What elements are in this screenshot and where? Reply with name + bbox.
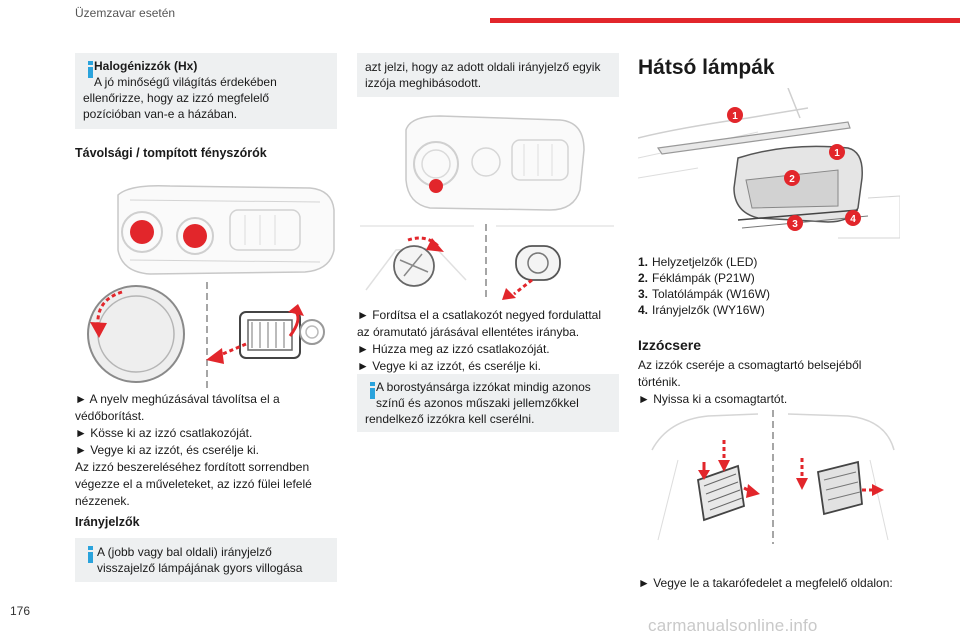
info-icon (85, 546, 97, 566)
headlamp-illustration (117, 184, 335, 275)
note-indicator-continued: azt jelzi, hogy az adott oldali irányjel… (357, 53, 619, 97)
header-accent-bar (490, 18, 960, 23)
callout-number: 1 (834, 148, 840, 159)
legend-text: Féklámpák (P21W) (652, 271, 755, 285)
step-text: ► A nyelv meghúzásával távolítsa el a (75, 392, 280, 406)
last-step: ► Vegye le a takarófedelet a megfelelő o… (638, 576, 893, 590)
step-text: ► Kösse ki az izzó csatlakozóját. (75, 426, 253, 440)
note-amber-line: rendelkező izzókra kell cserélni. (365, 412, 535, 426)
note-halogen: Halogénizzók (Hx) A jó minőségű világítá… (75, 53, 337, 129)
divider-dashed (206, 282, 208, 390)
legend-item: 2.Féklámpák (P21W) (638, 270, 770, 286)
legend-num: 1. (638, 255, 649, 269)
indicator-lamp-illustration (405, 115, 585, 211)
info-icon (367, 382, 379, 402)
callout-number: 2 (789, 174, 795, 185)
callout-number: 1 (732, 111, 738, 122)
step-text: védőborítást. (75, 409, 145, 423)
callout-badge (787, 215, 803, 231)
note-halogen-title: Halogénizzók (Hx) (94, 59, 198, 73)
note-amber-bulbs: A borostyánsárga izzókat mindig azonos s… (357, 374, 619, 432)
info-icon (85, 61, 97, 81)
note-cont-line: azt jelzi, hogy az adott oldali irányjel… (365, 60, 601, 74)
legend-text: Irányjelzők (WY16W) (652, 303, 765, 317)
callout-badge (727, 107, 743, 123)
step-text: végezze el a műveleteket, az izzó fülei … (75, 477, 312, 491)
note-indicator-line: visszajelző lámpájának gyors villogása (97, 561, 303, 575)
trunk-cover-illustration (651, 410, 895, 544)
note-indicator-line: A (jobb vagy bal oldali) irányjelző (97, 545, 272, 559)
note-amber-line: színű és azonos műszaki jellemzőkkel (376, 396, 579, 410)
note-amber-line: A borostyánsárga izzókat mindig azonos (376, 380, 591, 394)
beam-steps: ► A nyelv meghúzásával távolítsa el a vé… (75, 391, 312, 510)
callout-number: 4 (850, 214, 856, 225)
page-number: 176 (10, 604, 31, 618)
callout-number: 3 (792, 219, 798, 230)
note-indicator: A (jobb vagy bal oldali) irányjelző viss… (75, 538, 337, 582)
heading-bulb-replacement: Izzócsere (638, 337, 702, 353)
note-halogen-line: ellenőrizze, hogy az izzó megfelelő (83, 91, 270, 105)
callout-badges: 1 1 2 3 4 (727, 107, 861, 231)
indicator-bulb-illustration (360, 224, 614, 300)
rear-lamp-legend: 1.Helyzetjelzők (LED) 2.Féklámpák (P21W)… (638, 254, 770, 318)
note-cont-line: izzója meghibásodott. (365, 76, 482, 90)
note-halogen-line: pozícióban van-e a házában. (83, 107, 238, 121)
step-text: ► Vegye ki az izzót, és cserélje ki. (75, 443, 259, 457)
legend-text: Tolatólámpák (W16W) (652, 287, 771, 301)
bulb-intro: Az izzók cseréje a csomagtartó belsejébő… (638, 357, 861, 408)
step-text: Az izzó beszereléséhez fordított sorrend… (75, 460, 310, 474)
step-text: ► Vegye ki az izzót, és cserélje ki. (357, 359, 541, 373)
heading-rear-lamps: Hátsó lámpák (638, 56, 775, 79)
heading-indicators: Irányjelzők (75, 515, 140, 529)
legend-item: 4.Irányjelzők (WY16W) (638, 302, 770, 318)
step-text: nézzenek. (75, 494, 130, 508)
connector-illustration (206, 304, 325, 364)
legend-num: 3. (638, 287, 649, 301)
legend-item: 3.Tolatólámpák (W16W) (638, 286, 770, 302)
indicator-steps: ► Fordítsa el a csatlakozót negyed fordu… (357, 307, 601, 375)
legend-num: 2. (638, 271, 649, 285)
intro-text: Az izzók cseréje a csomagtartó belsejébő… (638, 358, 862, 372)
cover-removal-illustration (87, 285, 185, 383)
note-halogen-line: A jó minőségű világítás érdekében (94, 75, 277, 89)
intro-text: ► Nyissa ki a csomagtartót. (638, 392, 788, 406)
step-text: az óramutató járásával ellentétes irányb… (357, 325, 580, 339)
legend-text: Helyzetjelzők (LED) (652, 255, 758, 269)
legend-num: 4. (638, 303, 649, 317)
step-text: ► Húzza meg az izzó csatlakozóját. (357, 342, 550, 356)
callout-badge (845, 210, 861, 226)
legend-item: 1.Helyzetjelzők (LED) (638, 254, 770, 270)
heading-beam-headlamps: Távolsági / tompított fényszórók (75, 146, 267, 160)
step-text: ► Fordítsa el a csatlakozót negyed fordu… (357, 308, 602, 322)
callout-badge (784, 170, 800, 186)
section-title: Üzemzavar esetén (75, 6, 176, 20)
rear-lamp-illustration: 1 1 2 3 4 (638, 88, 900, 239)
watermark-text: carmanualsonline.info (648, 616, 818, 635)
intro-text: történik. (638, 375, 681, 389)
callout-badge (829, 144, 845, 160)
